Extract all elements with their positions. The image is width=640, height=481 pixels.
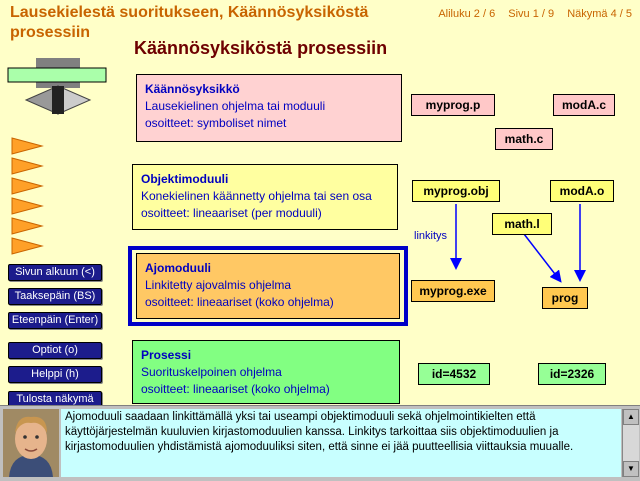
box-line: Suorituskelpoinen ohjelma xyxy=(141,365,282,379)
nav-graphic xyxy=(7,58,107,115)
nav-arrow-icon xyxy=(11,137,44,255)
back-button[interactable]: Taaksepäin (BS) xyxy=(8,288,102,305)
box-object-module: Objektimoduuli Konekielinen käännetty oh… xyxy=(132,164,398,230)
box-line: Lausekielinen ohjelma tai moduuli xyxy=(145,99,326,113)
tag-myprog-p: myprog.p xyxy=(411,94,495,116)
box-line: Konekielinen käännetty ohjelma tai sen o… xyxy=(141,189,372,203)
tag-myprog-exe: myprog.exe xyxy=(411,280,495,302)
tag-moda-c: modA.c xyxy=(553,94,615,116)
tag-myprog-obj: myprog.obj xyxy=(412,180,500,202)
view-counter: Näkymä 4 / 5 xyxy=(567,8,632,20)
linkitys-label: linkitys xyxy=(414,230,448,242)
box-line: osoitteet: symboliset nimet xyxy=(145,116,287,130)
box-line: osoitteet: lineaariset (koko ohjelma) xyxy=(145,295,334,309)
box-process: Prosessi Suorituskelpoinen ohjelma osoit… xyxy=(132,340,400,404)
subsection-counter: Aliluku 2 / 6 xyxy=(438,8,496,20)
box-title: Käännösyksikkö xyxy=(145,82,240,96)
tag-math-l: math.l xyxy=(492,213,552,235)
forward-button[interactable]: Eteenpäin (Enter) xyxy=(8,312,102,329)
link-arrows xyxy=(450,204,586,283)
print-view-button[interactable]: Tulosta näkymä xyxy=(8,391,102,408)
box-compilation-unit: Käännösyksikkö Lausekielinen ohjelma tai… xyxy=(136,74,402,142)
box-line: osoitteet: lineaariset (koko ohjelma) xyxy=(141,382,330,396)
box-title: Objektimoduuli xyxy=(141,172,229,186)
page-counter: Sivu 1 / 9 xyxy=(508,8,555,20)
caption-scrollbar[interactable]: ▲ ▼ xyxy=(622,409,639,477)
options-button[interactable]: Optiot (o) xyxy=(8,342,102,359)
tag-id-4532: id=4532 xyxy=(418,363,490,385)
scroll-down-icon[interactable]: ▼ xyxy=(623,461,639,477)
help-button[interactable]: Helppi (h) xyxy=(8,366,102,383)
nav-info: Aliluku 2 / 6 Sivu 1 / 9 Näkymä 4 / 5 xyxy=(438,8,632,20)
avatar xyxy=(3,409,59,477)
caption-text: Ajomoduuli saadaan linkittämällä yksi ta… xyxy=(61,409,621,477)
tag-math-c: math.c xyxy=(495,128,553,150)
tag-moda-o: modA.o xyxy=(550,180,614,202)
tag-prog: prog xyxy=(542,287,588,309)
box-title: Ajomoduuli xyxy=(145,261,211,275)
box-executable: Ajomoduuli Linkitetty ajovalmis ohjelma … xyxy=(136,253,400,319)
scroll-up-icon[interactable]: ▲ xyxy=(623,409,639,425)
window-title: Lausekielestä suoritukseen, Käännösyksik… xyxy=(10,4,369,41)
page-title: Käännösyksiköstä prosessiin xyxy=(134,38,388,58)
box-line: osoitteet: lineaariset (per moduuli) xyxy=(141,206,322,220)
go-start-button[interactable]: Sivun alkuun (<) xyxy=(8,264,102,281)
box-title: Prosessi xyxy=(141,348,192,362)
highlight-frame xyxy=(128,246,408,326)
box-line: Linkitetty ajovalmis ohjelma xyxy=(145,278,292,292)
tag-id-2326: id=2326 xyxy=(538,363,606,385)
